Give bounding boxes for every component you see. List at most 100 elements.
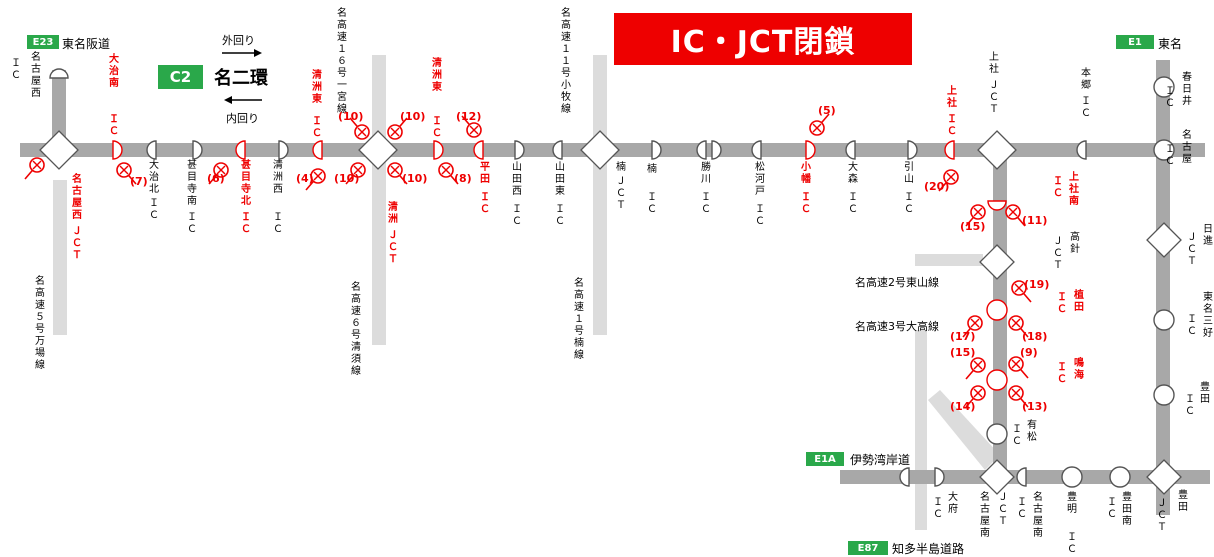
vertical-label: 清洲東 xyxy=(312,68,322,105)
closure-number: (9) xyxy=(1020,346,1038,359)
ic-toyoake xyxy=(1061,466,1083,488)
vertical-label: 楠 xyxy=(616,160,626,173)
closure-number: (10) xyxy=(402,172,427,185)
vertical-label: ＩＣ xyxy=(755,204,765,227)
vertical-label: 平田 xyxy=(480,161,490,185)
closure-cross xyxy=(353,165,363,175)
vertical-label: ＩＣ xyxy=(512,204,522,227)
closure-number: (7) xyxy=(130,175,148,188)
ic-toyota xyxy=(1153,384,1175,406)
ic-kamiyashiro xyxy=(944,140,955,160)
vertical-label: 名高速１号楠線 xyxy=(574,276,584,361)
nk5-road xyxy=(53,180,67,335)
vertical-label: ＩＣ xyxy=(555,204,565,227)
vertical-label: ＩＣ xyxy=(1107,497,1117,520)
closure-cross xyxy=(1011,318,1021,328)
closure-cross xyxy=(973,207,983,217)
closure-number: (20) xyxy=(924,180,949,193)
outer-arrow-head xyxy=(254,49,262,57)
closure-cross xyxy=(469,125,479,135)
vertical-label: 甚目寺南 xyxy=(187,159,197,207)
vertical-label: 上社 xyxy=(989,51,999,75)
vertical-label: ＩＣ xyxy=(187,212,197,235)
ic-daiji-kita xyxy=(146,140,157,160)
route-name-e23: 東名阪道 xyxy=(62,37,111,51)
ic-tomei-miyoshi xyxy=(1153,309,1175,331)
closure-cross xyxy=(357,127,367,137)
vertical-label: 植田 xyxy=(1073,288,1084,313)
closure-number: (13) xyxy=(1022,400,1047,413)
ic-yamada-higashi xyxy=(552,140,563,160)
vertical-label: 名高速１６号一宮線 xyxy=(337,6,347,115)
vertical-label: ＩＣ xyxy=(241,211,251,235)
vertical-label: 大府 xyxy=(948,490,958,515)
closure-number: (17) xyxy=(950,330,975,343)
ic-ofu-2 xyxy=(934,467,945,487)
closure-number: (6) xyxy=(207,172,225,185)
closure-cross xyxy=(946,172,956,182)
closure-cross xyxy=(390,127,400,137)
vertical-label: 楠 xyxy=(647,162,657,175)
vertical-label: ＩＣ xyxy=(904,192,914,215)
vertical-label: 清洲西 xyxy=(273,158,283,195)
e1-road xyxy=(1156,60,1170,515)
closure-cross xyxy=(313,171,323,181)
vertical-label: 名古屋 xyxy=(1182,128,1192,165)
closure-cross xyxy=(1011,359,1021,369)
vertical-label: ＩＣ xyxy=(1187,314,1197,337)
vertical-label: 名古屋西 xyxy=(72,172,82,221)
vertical-label: ＩＣ xyxy=(1165,86,1175,109)
ic-nagoya xyxy=(1153,139,1175,161)
vertical-label: 豊田 xyxy=(1200,380,1210,405)
vertical-label: 東名三好 xyxy=(1203,290,1213,339)
vertical-label: ＪＣＴ xyxy=(616,176,626,211)
closure-number: (8) xyxy=(454,172,472,185)
vertical-label: ＪＣＴ xyxy=(998,492,1008,527)
closure-number: (10) xyxy=(400,110,425,123)
vertical-label: 名高速１１号小牧線 xyxy=(561,6,571,115)
closure-banner: IC・JCT閉鎖 xyxy=(614,13,912,65)
inner-arrow-head xyxy=(224,96,232,104)
ic-jimokuji-minami xyxy=(192,140,203,160)
closure-cross xyxy=(32,160,42,170)
vertical-label: 清洲東 xyxy=(432,56,442,93)
closure-cross xyxy=(1011,388,1021,398)
closure-number: (14) xyxy=(950,400,975,413)
vertical-label: 小幡 xyxy=(800,160,812,185)
direction-inner-label: 内回り xyxy=(226,112,259,125)
vertical-label: 春日井 xyxy=(1182,71,1192,107)
vertical-label: ＪＣＴ xyxy=(72,225,82,261)
vertical-label: ＩＣ xyxy=(480,191,490,215)
ic-hongo xyxy=(1076,140,1087,160)
ic-kamiyashiro-minami xyxy=(987,200,1007,211)
vertical-label: 豊田南 xyxy=(1122,490,1132,527)
vertical-label: 豊明 xyxy=(1067,490,1077,515)
vertical-label: 名古屋西 xyxy=(31,50,41,99)
closure-cross xyxy=(390,165,400,175)
vertical-label: ＪＣＴ xyxy=(989,80,999,115)
closure-number: (5) xyxy=(818,104,836,117)
vertical-label: ＩＣ xyxy=(432,115,442,139)
vertical-label: ＪＣＴ xyxy=(1157,498,1167,533)
ic-obata xyxy=(805,140,816,160)
closure-cross xyxy=(970,318,980,328)
ic-matsukawado xyxy=(751,140,762,160)
ic-nagoya-nishi xyxy=(49,68,69,79)
closure-number: (11) xyxy=(1022,214,1047,227)
ic-ofu xyxy=(899,467,910,487)
vertical-label: 上社南 xyxy=(1068,170,1079,207)
route-badge-e1: E1 xyxy=(1116,35,1154,49)
vertical-label: 勝川 xyxy=(701,160,711,185)
nk1-road xyxy=(593,55,607,335)
vertical-label: 上社 xyxy=(946,84,957,109)
nk2-label: 名高速2号東山線 xyxy=(855,275,939,289)
vertical-label: 鳴海 xyxy=(1074,356,1084,381)
vertical-label: ＩＣ xyxy=(1185,394,1195,417)
vertical-label: ＩＣ xyxy=(109,113,119,137)
route-name-c2: 名二環 xyxy=(214,68,268,89)
route-badge-e23: E23 xyxy=(27,35,59,49)
closure-number: (10) xyxy=(338,110,363,123)
vertical-label: ＩＣ xyxy=(933,497,943,520)
vertical-label: ＩＣ xyxy=(848,192,858,215)
vertical-label: 大森 xyxy=(848,160,858,185)
